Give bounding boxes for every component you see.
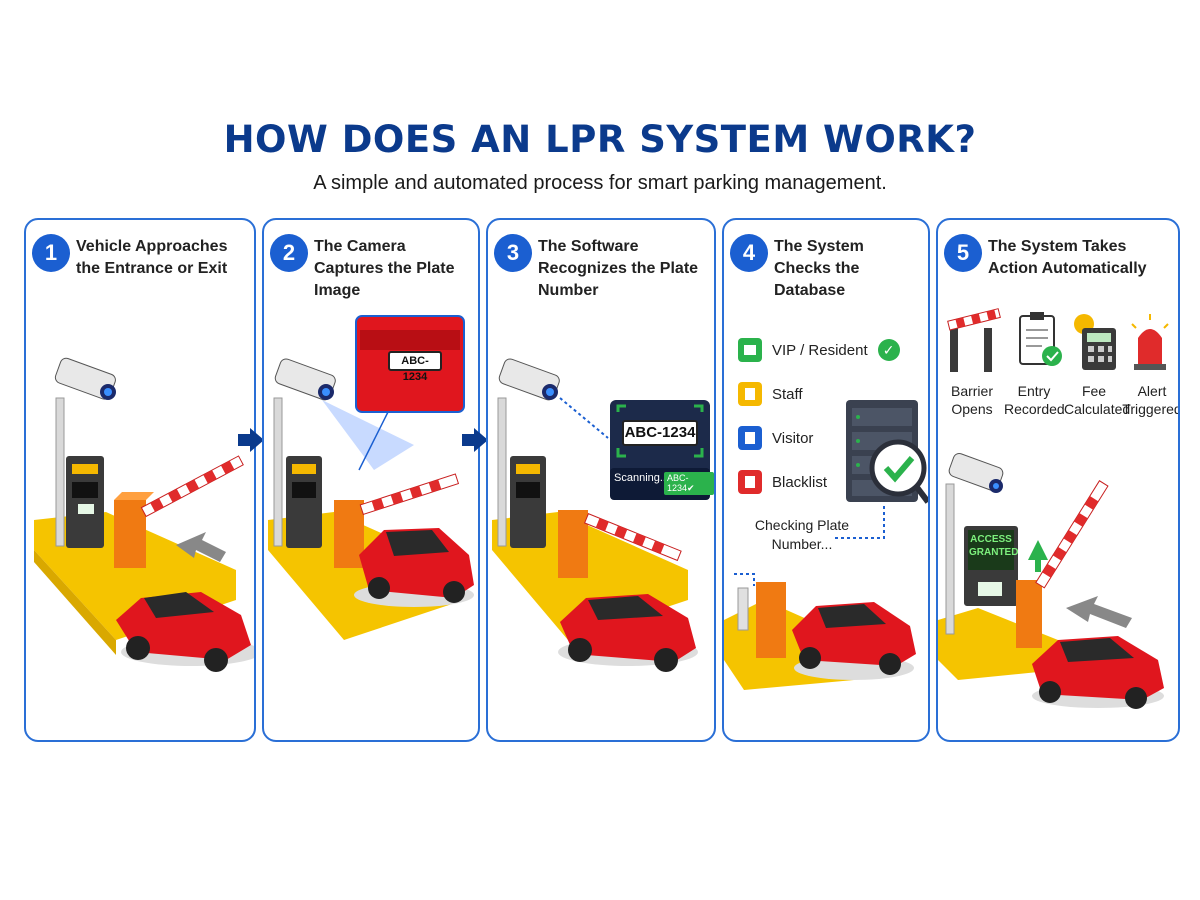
step-title: The System Checks the Database <box>774 238 864 299</box>
database-category-blacklist: Blacklist <box>738 470 827 494</box>
step-5-panel: 5 The System Takes Action Automatically <box>936 218 1180 742</box>
red-car-icon <box>354 528 474 607</box>
entrance-scene-illustration <box>34 357 254 672</box>
step-title: The System Takes Action Automatically <box>988 238 1147 277</box>
category-label: Blacklist <box>772 473 828 491</box>
check-icon: ✓ <box>877 339 900 361</box>
camera-icon <box>274 358 336 401</box>
access-granted-screen: ACCESS GRANTED <box>969 534 1019 558</box>
camera-icon <box>54 357 116 400</box>
staff-badge-icon <box>738 382 762 406</box>
step-3-panel: 3 The Software Recognizes the Plate Numb… <box>486 218 716 742</box>
siren-icon <box>1131 314 1169 370</box>
database-category-staff: Staff <box>738 382 803 406</box>
step-number: 2 <box>270 234 308 272</box>
category-label: Visitor <box>772 429 814 447</box>
action-label: Entry Recorded <box>1004 383 1065 417</box>
step-number: 4 <box>730 234 768 272</box>
step-1-panel: 1 Vehicle Approaches the Entrance or Exi… <box>24 218 256 742</box>
clipboard-check-icon <box>1019 312 1062 366</box>
red-car-icon <box>1032 636 1164 709</box>
red-car-icon <box>116 592 254 672</box>
capture-scene-illustration <box>268 315 474 640</box>
action-label: Fee Calculated <box>1064 383 1131 417</box>
category-label: Staff <box>772 385 803 403</box>
step-title: Vehicle Approaches the Entrance or Exit <box>76 238 228 277</box>
camera-icon <box>948 453 1004 493</box>
captured-plate: ABC-1234 <box>388 351 442 383</box>
step-title: The Camera Captures the Plate Image <box>314 238 455 299</box>
blacklist-icon <box>738 470 762 494</box>
next-arrow-icon <box>462 428 488 452</box>
action-label: Alert Triggered <box>1122 383 1180 417</box>
database-category-visitor: Visitor <box>738 426 813 450</box>
step-number: 3 <box>494 234 532 272</box>
calculator-icon <box>1074 314 1116 370</box>
step-number: 5 <box>944 234 982 272</box>
red-car-icon <box>792 602 916 680</box>
id-card-icon <box>738 338 762 362</box>
category-label: VIP / Resident <box>772 341 868 359</box>
recognized-plate: ABC-1234 <box>622 420 698 446</box>
page-subtitle: A simple and automated process for smart… <box>313 172 887 194</box>
step-number: 1 <box>32 234 70 272</box>
barrier-icon <box>947 308 1001 372</box>
page-title: HOW DOES AN LPR SYSTEM WORK? <box>223 118 977 161</box>
action-icons <box>947 308 1169 372</box>
red-car-icon <box>558 594 698 672</box>
database-scene-illustration <box>724 400 928 690</box>
scan-result-badge: ABC-1234✔ <box>664 472 714 495</box>
action-label: Barrier Opens <box>950 383 993 417</box>
database-category-vip: VIP / Resident ✓ <box>738 338 900 362</box>
visitor-badge-icon <box>738 426 762 450</box>
camera-icon <box>498 358 560 401</box>
access-granted-scene-illustration <box>938 453 1164 709</box>
checking-plate-text: Checking Plate Number... <box>754 517 850 552</box>
scanning-text: Scanning... <box>614 472 670 484</box>
step-4-panel: 4 The System Checks the Database VIP / R… <box>722 218 930 742</box>
step-2-panel: 2 The Camera Captures the Plate Image <box>262 218 480 742</box>
step-title: The Software Recognizes the Plate Number <box>538 238 699 299</box>
next-arrow-icon <box>238 428 264 452</box>
magnifier-check-icon <box>869 439 928 504</box>
